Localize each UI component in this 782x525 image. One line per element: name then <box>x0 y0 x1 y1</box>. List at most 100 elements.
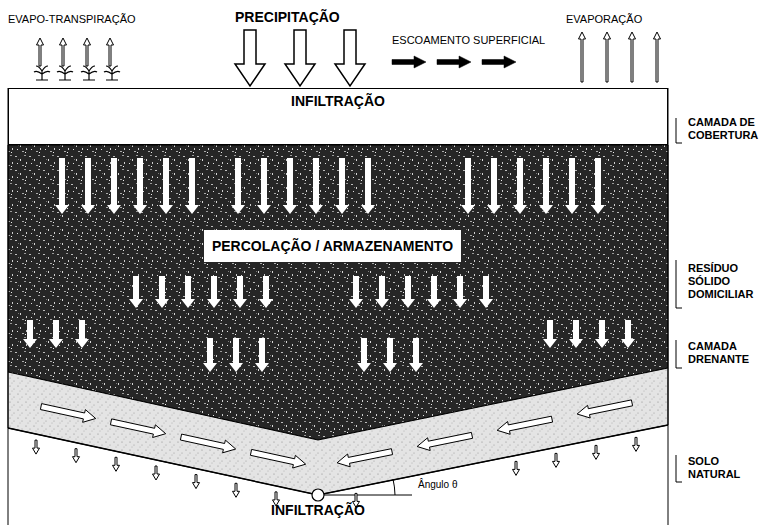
soil-infiltration-arrow <box>33 440 40 454</box>
soil-infiltration-arrow <box>593 445 600 459</box>
plant-symbol <box>34 66 50 80</box>
frame-left <box>8 88 9 525</box>
percolation-arrow <box>409 338 423 372</box>
frame-right <box>668 88 669 525</box>
soil-infiltration-arrow <box>633 437 640 451</box>
drainage-arrow <box>250 449 305 468</box>
percolation-arrow <box>335 158 349 214</box>
layer-label: CAMADA DE COBERTURA <box>688 116 770 142</box>
percolation-arrow <box>159 158 173 214</box>
soil-infiltration-arrow <box>113 457 120 471</box>
cover-layer-band: INFILTRAÇÃO <box>8 88 668 145</box>
percolation-arrow <box>155 276 169 308</box>
evaporation-arrow <box>654 32 661 82</box>
percolation-arrow <box>513 158 527 214</box>
percolation-arrow <box>133 158 147 214</box>
percolation-arrow <box>375 276 389 308</box>
runoff-arrow <box>437 56 471 68</box>
evaporation-arrow <box>604 32 611 82</box>
percolation-arrow <box>129 276 143 308</box>
percolation-arrow <box>401 276 415 308</box>
precipitation-arrow <box>235 30 265 86</box>
percolation-arrow <box>81 158 95 214</box>
percolation-arrow <box>453 276 467 308</box>
drainage-layer <box>8 368 668 495</box>
soil-infiltration-arrow <box>553 453 560 467</box>
drainage-arrow <box>337 449 393 467</box>
evapotranspiration-arrow <box>84 38 91 66</box>
layer-label: RESÍDUO SÓLIDO DOMICILIAR <box>688 262 770 302</box>
percolation-arrow <box>107 158 121 214</box>
evapotranspiration-arrow <box>107 38 114 66</box>
drainage-arrow <box>110 419 165 438</box>
evapotranspiration-arrow <box>37 38 44 66</box>
percolation-arrow <box>621 320 635 348</box>
soil-infiltration-arrow <box>73 449 80 463</box>
layer-label: ESCOAMENTO SUPERFICIAL <box>392 34 545 47</box>
layer-brackets <box>676 118 682 482</box>
layer-label: PRECIPITAÇÃO <box>235 9 340 26</box>
evaporation-arrow <box>579 32 586 82</box>
percolation-arrow <box>185 158 199 214</box>
soil-infiltration-arrow <box>513 461 520 475</box>
percolation-arrow <box>207 276 221 308</box>
soil-infiltration-arrow <box>153 466 160 480</box>
percolation-arrow <box>255 338 269 372</box>
soil-infiltration-arrow <box>193 475 200 489</box>
percolation-arrow <box>543 320 557 348</box>
runoff-arrow <box>392 56 426 68</box>
percolation-arrow <box>75 320 89 348</box>
layer-label: CAMADA DRENANTE <box>688 340 770 366</box>
plant-symbol <box>81 66 97 80</box>
percolation-arrow <box>259 276 273 308</box>
percolation-arrow <box>203 338 217 372</box>
percolation-arrow <box>349 276 363 308</box>
node-text: PERCOLAÇÃO / ARMAZENAMENTO <box>210 238 455 255</box>
percolation-arrow <box>461 158 475 214</box>
percolation-arrow <box>591 158 605 214</box>
percolation-arrow <box>55 158 69 214</box>
percolation-arrow <box>23 320 37 348</box>
percolation-arrow <box>181 276 195 308</box>
percolation-arrow <box>231 158 245 214</box>
angle-reference <box>324 495 412 496</box>
percolation-arrow <box>309 158 323 214</box>
percolation-arrow <box>569 320 583 348</box>
percolation-arrow <box>257 158 271 214</box>
percolation-arrow <box>383 338 397 372</box>
soil-boundary <box>8 425 668 495</box>
percolation-arrow <box>361 158 375 214</box>
percolation-arrow <box>427 276 441 308</box>
drainage-arrow <box>577 400 633 418</box>
percolation-arrow <box>565 158 579 214</box>
drainage-arrow <box>417 432 473 450</box>
runoff-arrow <box>482 56 516 68</box>
percolation-arrow <box>539 158 553 214</box>
percolation-arrow <box>229 338 243 372</box>
percolation-arrow <box>595 320 609 348</box>
precipitation-arrow <box>335 30 365 86</box>
plant-symbol <box>104 66 120 80</box>
evaporation-arrow <box>629 32 636 82</box>
precipitation-arrow <box>285 30 315 86</box>
soil-infiltration-arrow <box>233 483 240 497</box>
layer-label: SOLO NATURAL <box>688 455 770 481</box>
drainage-arrow <box>497 416 552 434</box>
angle-arc <box>393 479 395 495</box>
drain-pipe <box>312 489 324 501</box>
percolation-arrow <box>479 276 493 308</box>
drainage-arrow <box>180 434 235 453</box>
evapotranspiration-arrow <box>60 38 67 66</box>
layer-label: EVAPORAÇÃO <box>566 13 642 26</box>
percolation-arrow <box>357 338 371 372</box>
layer-label: INFILTRAÇÃO <box>271 502 365 519</box>
percolation-arrow <box>487 158 501 214</box>
layer-label: EVAPO-TRANSPIRAÇÃO <box>8 13 136 26</box>
percolation-arrow <box>233 276 247 308</box>
node-text: INFILTRAÇÃO <box>15 93 661 110</box>
plant-symbol <box>57 66 73 80</box>
percolation-arrow <box>283 158 297 214</box>
percolation-box: PERCOLAÇÃO / ARMAZENAMENTO <box>204 230 461 262</box>
layer-label: Ângulo θ <box>418 479 457 491</box>
